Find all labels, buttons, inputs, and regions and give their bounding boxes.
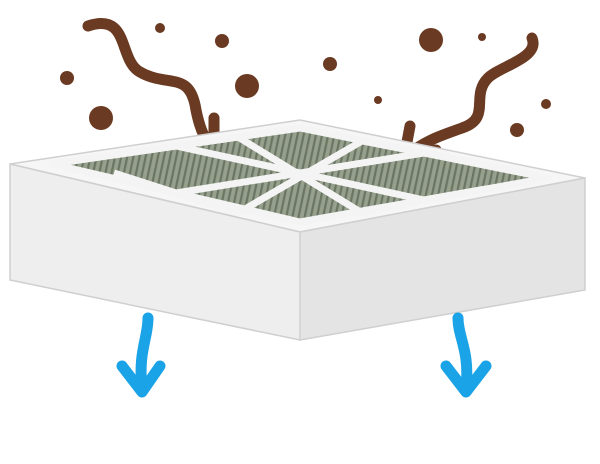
dust-particle — [419, 28, 443, 52]
dust-particle — [235, 74, 259, 98]
clean-air-arrow-right — [440, 312, 492, 398]
dust-particle — [323, 57, 337, 71]
dirty-air-arrow-left — [82, 18, 220, 158]
dust-particle — [374, 96, 382, 104]
dust-particle — [510, 123, 524, 137]
dust-particle — [89, 106, 113, 130]
dust-particle — [215, 34, 229, 48]
dust-particle — [478, 33, 486, 41]
clean-air-arrow-left — [116, 312, 166, 398]
dust-particles — [60, 23, 551, 137]
dust-particle — [60, 71, 74, 85]
dirty-air-arrow-right — [398, 32, 539, 164]
filter-grid — [48, 124, 552, 226]
dust-particle — [541, 99, 551, 109]
air-filter — [9, 119, 586, 341]
dust-particle — [155, 23, 165, 33]
